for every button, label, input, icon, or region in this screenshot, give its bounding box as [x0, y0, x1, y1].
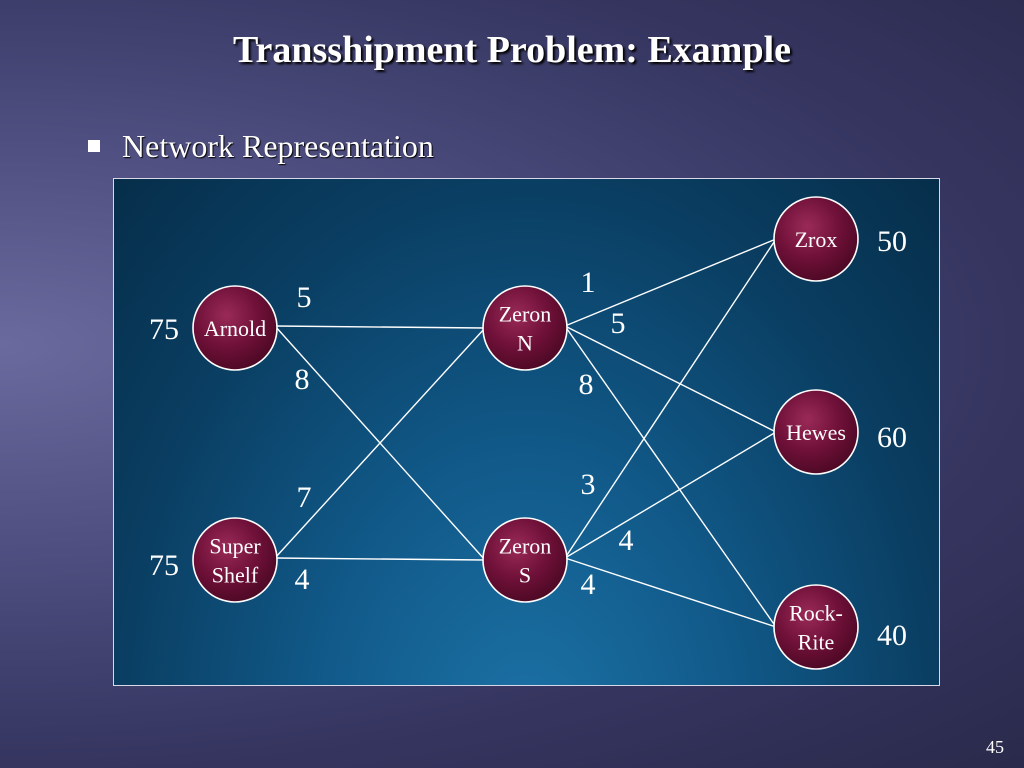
- node-circle: [192, 285, 278, 371]
- node-label: Rite: [798, 630, 835, 655]
- node-label: Zeron: [499, 302, 552, 327]
- node-circle: [482, 517, 568, 603]
- node-hewes: Hewes: [773, 389, 859, 475]
- edge-zeronn-zrox: [564, 238, 777, 327]
- node-zrox: Zrox: [773, 196, 859, 282]
- node-label: Rock-: [789, 601, 843, 626]
- edge-zeronn-hewes: [564, 325, 777, 433]
- node-rockrite: Rock- Rite: [773, 584, 859, 670]
- bullet-item: Network Representation: [88, 126, 434, 166]
- edge-cost-label: 4: [295, 563, 310, 596]
- node-label: Super: [209, 534, 261, 559]
- demand-label-rockrite: 40: [877, 619, 907, 652]
- edge-cost-label: 4: [619, 524, 634, 557]
- edge-cost-label: 5: [297, 281, 312, 314]
- node-label: Arnold: [204, 316, 266, 341]
- edge-cost-label: 4: [581, 568, 596, 601]
- node-arnold: Arnold: [192, 285, 278, 371]
- demand-label-hewes: 60: [877, 421, 907, 454]
- edge-cost-label: 1: [581, 266, 596, 299]
- node-label: N: [517, 331, 533, 356]
- edge-zerons-hewes: [564, 431, 777, 559]
- node-label: Zeron: [499, 534, 552, 559]
- node-circle: [773, 584, 859, 670]
- edge-cost-label: 3: [581, 468, 596, 501]
- node-label: Hewes: [786, 420, 846, 445]
- edge-zerons-zrox: [564, 238, 777, 559]
- square-bullet-icon: [88, 140, 100, 152]
- network-diagram: ArnoldSuperShelfZeronNZeronSZroxHewesRoc…: [149, 196, 907, 670]
- edge-cost-label: 8: [295, 363, 310, 396]
- edge-cost-label: 5: [611, 307, 626, 340]
- demand-label-zrox: 50: [877, 225, 907, 258]
- edge-supershelf-zeronn: [274, 327, 486, 559]
- edge-cost-label: 7: [297, 481, 312, 514]
- edge-zerons-rockrite: [564, 557, 777, 628]
- edge-cost-label: 8: [579, 368, 594, 401]
- node-label: Shelf: [212, 563, 259, 588]
- page-number: 45: [986, 737, 1004, 757]
- edge-arnold-zeronn: [274, 325, 486, 329]
- slide-title: Transshipment Problem: Example: [232, 29, 792, 71]
- node-circle: [773, 389, 859, 475]
- supply-label-arnold: 75: [149, 313, 179, 346]
- edge-zeronn-rockrite: [564, 325, 777, 628]
- bullet-text: Network Representation: [122, 127, 434, 164]
- supply-label-supershelf: 75: [149, 549, 179, 582]
- node-label: Zrox: [795, 227, 838, 252]
- node-circle: [482, 285, 568, 371]
- node-label: S: [519, 563, 531, 588]
- edge-supershelf-zerons: [274, 557, 486, 561]
- node-circle: [192, 517, 278, 603]
- node-circle: [773, 196, 859, 282]
